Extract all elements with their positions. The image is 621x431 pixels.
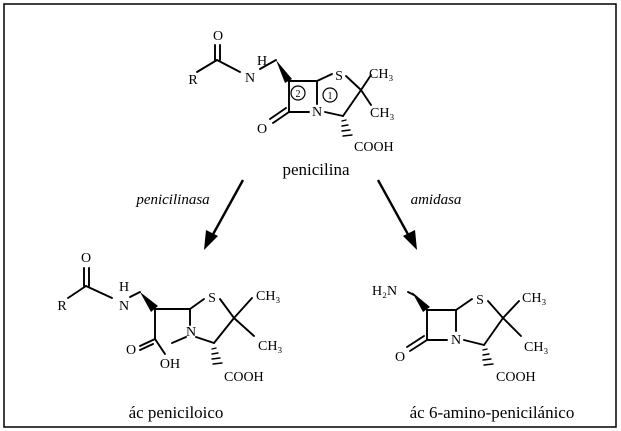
compound-name-6-apa: ác 6-amino-penicilánico [410, 403, 575, 422]
reaction-arrow-left [204, 179, 245, 250]
penicillin-structure: 2 1 O R N H S CH₃ CH₃ N O COOH penicilin… [188, 29, 394, 179]
atom-ch3-top: CH₃ [256, 289, 280, 304]
atom-cooh: COOH [354, 140, 394, 155]
reaction-arrow-right [376, 179, 417, 250]
atom-ch3-top: CH₃ [369, 67, 393, 82]
bond [233, 317, 255, 337]
hash-bond [341, 119, 353, 137]
h2n-text: H₂N [372, 284, 397, 299]
bond [407, 291, 415, 296]
atom-s: S [335, 69, 343, 84]
ring-marker-1 [322, 87, 338, 103]
atom-o-acid: O [126, 343, 136, 358]
bond [195, 336, 215, 344]
bond [196, 59, 218, 73]
ring-label-1: 1 [328, 91, 333, 102]
ring-label-2: 2 [296, 89, 301, 100]
atom-o-lactam: O [395, 350, 405, 365]
atom-ch3-bottom: CH₃ [524, 340, 548, 355]
wedge-bond [412, 292, 430, 312]
bond [259, 59, 277, 70]
penicilloic-acid-structure: O R H N S CH₃ CH₃ N O OH COOH ác penicil… [57, 251, 282, 422]
reaction-label-amidase: amidasa [411, 192, 462, 208]
hash-bond [482, 348, 494, 366]
bond [487, 300, 504, 319]
atom-cooh: COOH [224, 370, 264, 385]
arrow-head [403, 230, 417, 250]
ring-marker-2 [290, 85, 306, 101]
bond [154, 338, 166, 355]
arrow-head [204, 230, 218, 250]
bond [483, 317, 504, 346]
bond [213, 317, 235, 344]
bond [189, 298, 205, 310]
bond [345, 75, 362, 91]
bond [502, 300, 520, 319]
atom-oh: OH [160, 357, 180, 372]
ch3-text: CH₃ [522, 291, 546, 306]
ch3-text: CH₃ [369, 67, 393, 82]
bond [269, 107, 287, 120]
bond [216, 59, 241, 73]
bond [324, 111, 344, 117]
atom-r: R [57, 299, 67, 314]
bond [360, 74, 372, 91]
bond [219, 298, 235, 319]
bond [233, 297, 253, 319]
atom-ch3-top: CH₃ [522, 291, 546, 306]
atom-o-carbonyl: O [213, 29, 223, 44]
atom-r: R [188, 73, 198, 88]
atom-s: S [208, 291, 216, 306]
wedge-bond [276, 60, 292, 83]
compound-name-penicillin: penicilina [282, 160, 349, 179]
bond [139, 343, 154, 351]
bond [171, 336, 187, 344]
bond [455, 298, 473, 311]
bond [406, 335, 425, 348]
atom-ch3-bottom: CH₃ [370, 106, 394, 121]
figure-frame [3, 3, 617, 428]
atom-n-ring: N [451, 333, 461, 348]
atom-o-lactam: O [257, 122, 267, 137]
bond [272, 111, 290, 124]
bond [463, 339, 485, 346]
ch3-text: CH₃ [524, 340, 548, 355]
ch3-text: CH₃ [370, 106, 394, 121]
bond [316, 73, 333, 82]
bond [360, 89, 372, 106]
atom-h2n: H₂N [372, 284, 397, 299]
aminopenicillanic-acid-structure: H₂N S CH₃ CH₃ N O COOH ác 6-amino-penici… [372, 284, 574, 422]
atom-s: S [476, 293, 484, 308]
atom-n-amide: N [245, 71, 255, 86]
atom-o-carbonyl: O [81, 251, 91, 266]
compound-name-penicilloic-acid: ác peniciloico [129, 403, 224, 422]
reaction-label-penicillinase: penicilinasa [135, 192, 209, 208]
wedge-bond [140, 292, 158, 312]
bond [502, 317, 522, 337]
ch3-text: CH₃ [256, 289, 280, 304]
atom-ch3-bottom: CH₃ [258, 339, 282, 354]
atom-n-ring: N [186, 325, 196, 340]
arrow-shaft [376, 179, 412, 239]
atom-n-amide: N [119, 299, 129, 314]
ch3-text: CH₃ [258, 339, 282, 354]
bond [67, 285, 87, 299]
bond [139, 338, 156, 347]
atom-h: H [119, 280, 129, 295]
atom-cooh: COOH [496, 370, 536, 385]
bond [129, 291, 141, 298]
bond [85, 285, 113, 299]
bond [342, 89, 362, 117]
hash-bond [211, 347, 223, 365]
atom-h-amide: H [257, 54, 267, 69]
arrow-shaft [209, 179, 245, 239]
bond [409, 339, 428, 352]
atom-n-ring: N [312, 105, 322, 120]
